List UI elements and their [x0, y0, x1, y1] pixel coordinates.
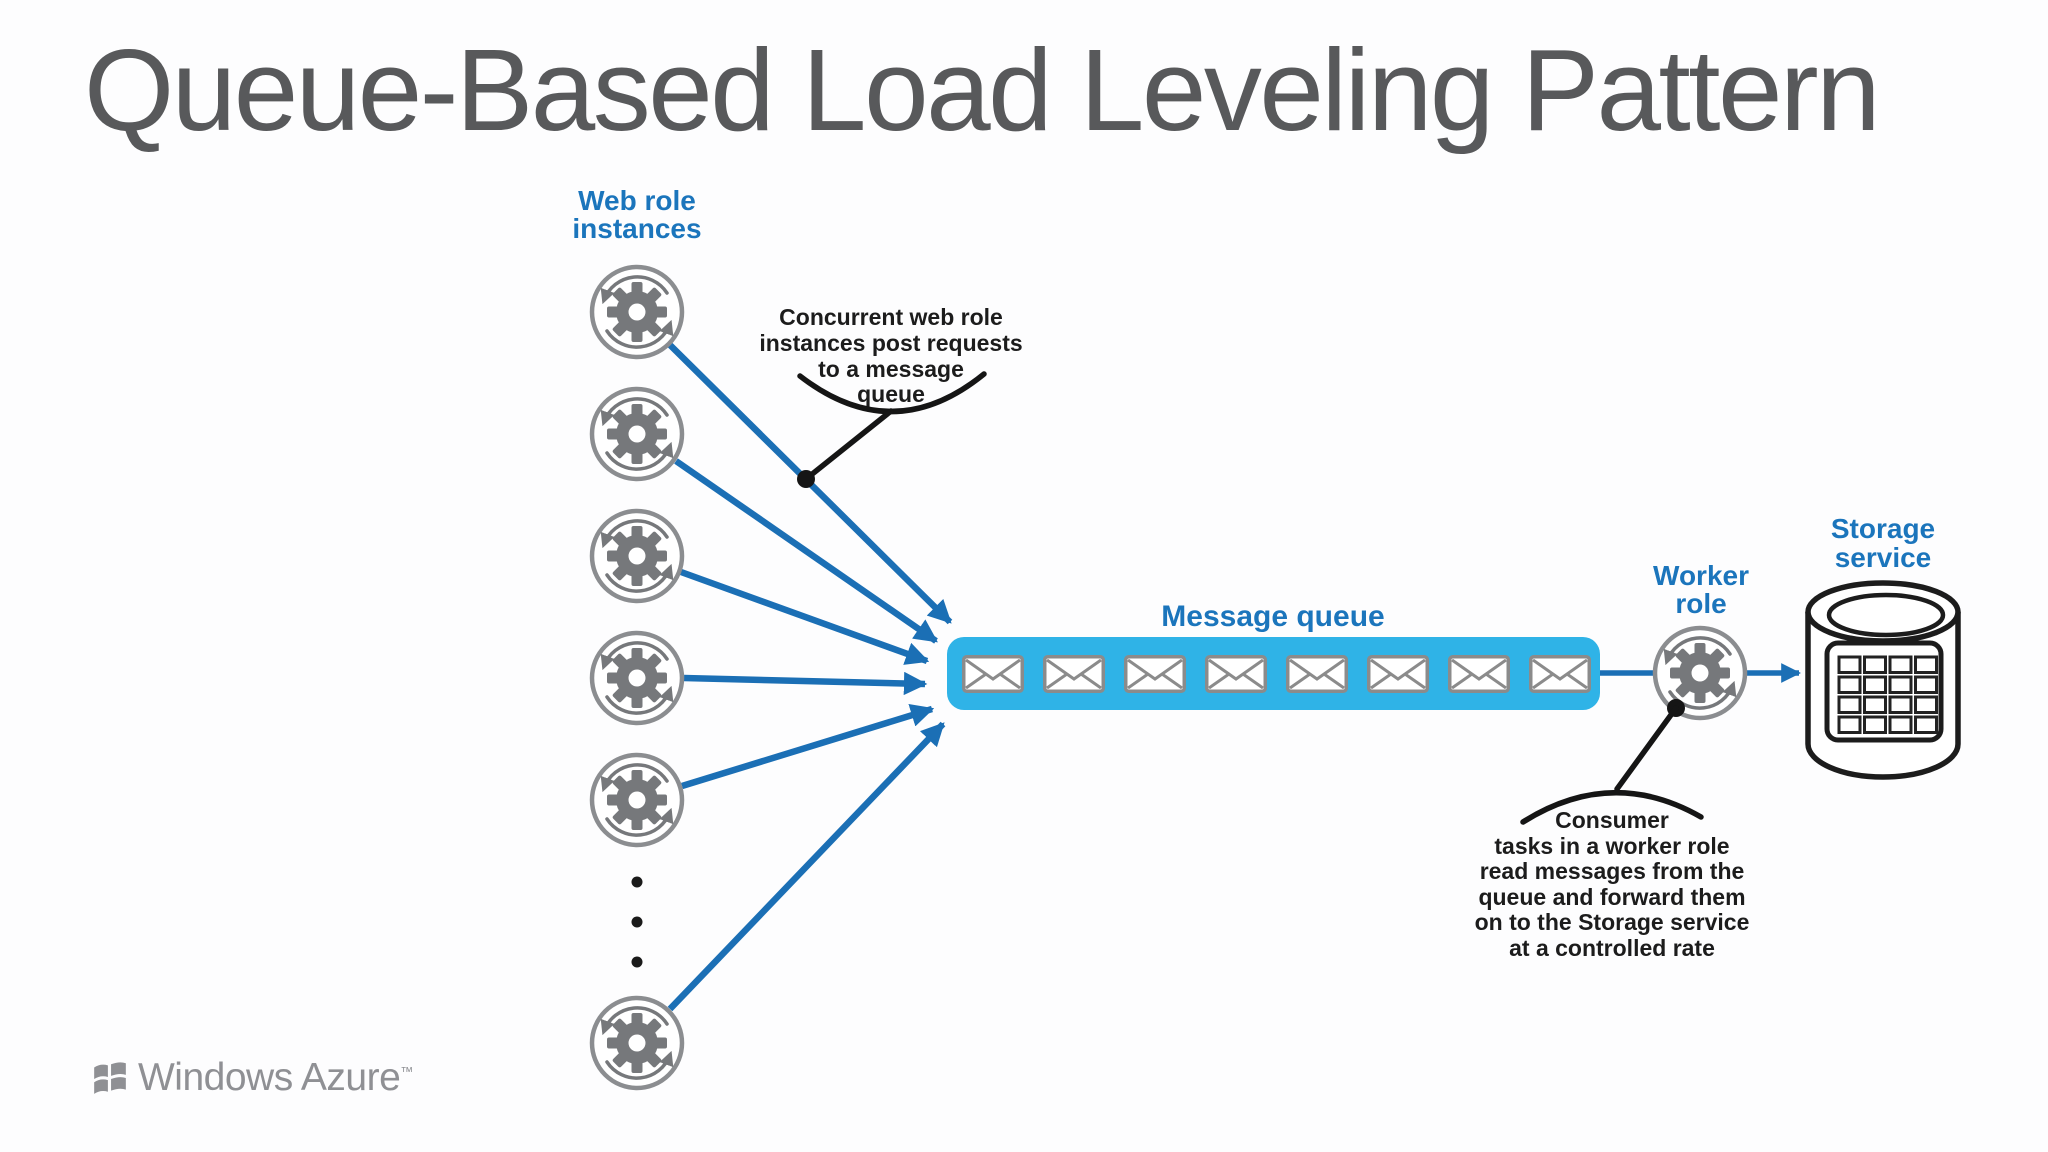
web-role-instance-icon	[592, 267, 682, 357]
web-role-instance-icon	[592, 633, 682, 723]
producer-annotation: Concurrent web role instances post reque…	[759, 304, 1023, 488]
web-role-instance-icon	[592, 389, 682, 479]
request-arrow	[679, 568, 930, 665]
message-envelope-icon	[962, 655, 1024, 693]
worker-role-label-line2: role	[1675, 588, 1726, 619]
message-envelope-icon	[1205, 655, 1267, 693]
message-envelope-icon	[1448, 655, 1510, 693]
producer-annotation-leader-line	[803, 408, 894, 482]
message-envelope-icon	[1367, 655, 1429, 693]
request-arrow	[674, 458, 938, 644]
producer-annotation-line: queue	[857, 381, 925, 407]
page-title: Queue-Based Load Leveling Pattern	[84, 25, 1881, 155]
consumer-annotation-line: at a controlled rate	[1509, 935, 1715, 961]
consumer-annotation-line: on to the Storage service	[1475, 909, 1750, 935]
producer-annotation-anchor-dot	[797, 470, 815, 488]
consumer-annotation-line: read messages from the	[1480, 858, 1745, 884]
brand-text: Windows Azure™	[138, 1056, 413, 1099]
web-role-instance-icon	[592, 755, 682, 845]
request-arrow	[681, 704, 935, 790]
ellipsis-dots	[631, 876, 643, 968]
producer-annotation-line: to a message	[818, 356, 964, 382]
storage-service-label-line2: service	[1835, 542, 1932, 573]
producer-annotation-line: Concurrent web role	[779, 304, 1003, 330]
storage-service-icon	[1805, 580, 1961, 780]
web-role-instances-label-line1: Web role	[578, 185, 696, 216]
message-queue-label: Message queue	[1161, 600, 1384, 633]
consumer-annotation-line: Consumer	[1555, 807, 1669, 833]
consumer-annotation-line: queue and forward them	[1478, 884, 1745, 910]
web-role-instances-label-line2: instances	[572, 213, 701, 244]
message-envelope-icon	[1529, 655, 1591, 693]
consumer-annotation-arc	[1520, 789, 1704, 825]
consumer-annotation-line: tasks in a worker role	[1494, 833, 1729, 859]
windows-flag-icon	[94, 1062, 126, 1094]
worker-role-label-line1: Worker	[1653, 560, 1749, 591]
storage-service-label-line1: Storage	[1831, 513, 1935, 544]
message-envelope-icon	[1124, 655, 1186, 693]
web-role-instance-icon	[592, 998, 682, 1088]
message-envelope-icon	[1043, 655, 1105, 693]
web-role-instance-icon	[592, 511, 682, 601]
request-arrow	[667, 721, 946, 1012]
trademark: ™	[400, 1064, 413, 1079]
windows-azure-logo: Windows Azure™	[92, 1056, 413, 1100]
consumer-annotation-leader-line	[1614, 705, 1679, 792]
producer-annotation-line: instances post requests	[759, 330, 1022, 356]
message-envelope-icon	[1286, 655, 1348, 693]
request-arrow	[683, 671, 928, 696]
request-arrows	[667, 342, 953, 1012]
message-queue-box	[947, 637, 1600, 710]
storage-grid	[1837, 655, 1938, 734]
consumer-annotation: Consumer tasks in a worker role read mes…	[1475, 699, 1750, 961]
